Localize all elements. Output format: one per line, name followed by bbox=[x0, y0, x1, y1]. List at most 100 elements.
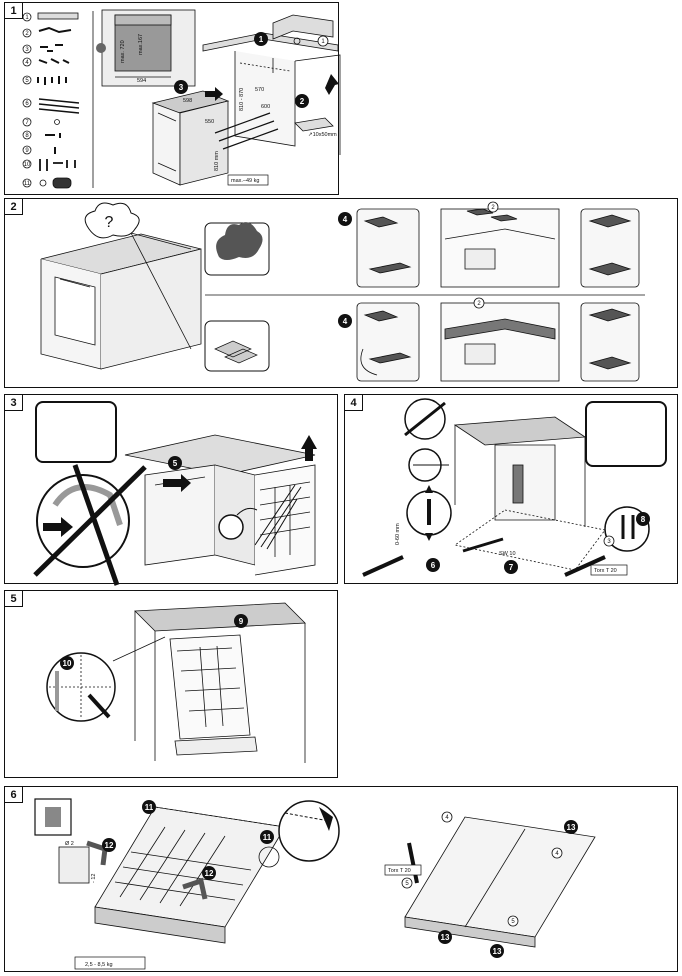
press-arrow-icon bbox=[319, 807, 333, 831]
panel-1-illustration: 1 2 3 4 5 6 7 8 9 10 11 max. 720 max.167… bbox=[22, 9, 341, 189]
assembled-front-panel bbox=[404, 816, 596, 948]
part-number-7: 7 bbox=[25, 120, 29, 126]
step-4-top: 4 bbox=[343, 215, 348, 224]
panel-4-number: 4 bbox=[345, 395, 363, 411]
panel-2: 2 ? bbox=[4, 198, 678, 388]
panel-3-illustration: 5 bbox=[33, 434, 317, 586]
step-2: 2 bbox=[300, 97, 305, 106]
part-number-4: 4 bbox=[25, 60, 29, 66]
slide-in-arrow-icon bbox=[163, 474, 191, 492]
panel-2-number: 2 bbox=[5, 199, 23, 215]
kitchen-niche bbox=[202, 32, 341, 155]
not-allowed-cross bbox=[33, 464, 147, 586]
part-number-2: 2 bbox=[25, 31, 29, 37]
thought-cloud: ? bbox=[84, 202, 192, 350]
panel-4: 4 0-60 mm SW 10 Torx T 20 6 7 8 3 bbox=[344, 394, 678, 584]
part-number-10: 10 bbox=[24, 162, 31, 168]
step-4-bottom: 4 bbox=[343, 317, 348, 326]
wood-worktop-option bbox=[204, 222, 270, 276]
drill-depth: - 12 bbox=[91, 874, 97, 883]
hole-size: ↗10x50mm bbox=[308, 132, 337, 138]
dim-598: 598 bbox=[183, 98, 192, 104]
part-number-1: 1 bbox=[25, 15, 29, 21]
bracket-detail-row-bottom bbox=[356, 302, 640, 382]
pen-icon bbox=[87, 693, 111, 719]
sink-detail bbox=[272, 14, 334, 45]
panel-4-callout-box bbox=[585, 401, 667, 467]
dishwasher-with-template bbox=[134, 602, 306, 763]
arrow-up-icon bbox=[325, 74, 339, 95]
panel-3: 3 5 bbox=[4, 394, 338, 586]
ref-part-5-left: 5 bbox=[405, 881, 409, 887]
ref-part-3: 3 bbox=[607, 539, 611, 545]
screwdriver-left-icon bbox=[362, 555, 404, 577]
dim-600: 600 bbox=[261, 104, 270, 110]
dim-594: 594 bbox=[137, 78, 146, 84]
screwdriver-icon bbox=[407, 842, 419, 884]
step-8: 8 bbox=[641, 515, 646, 524]
part-number-6: 6 bbox=[25, 101, 29, 107]
dim-570: 570 bbox=[255, 87, 264, 93]
panel-3-number: 3 bbox=[5, 395, 23, 411]
panel-4-illustration: 0-60 mm SW 10 Torx T 20 6 7 8 3 bbox=[362, 398, 650, 577]
front-weight: 2,5 - 8,5 kg bbox=[85, 962, 113, 968]
max-weight: max.–49 kg bbox=[231, 178, 259, 184]
part-number-8: 8 bbox=[25, 133, 29, 139]
panel-5-number: 5 bbox=[5, 591, 23, 607]
ref-part-2-top: 2 bbox=[491, 205, 495, 211]
dim-max-167: max.167 bbox=[138, 34, 144, 55]
step-13-top: 13 bbox=[567, 823, 576, 832]
niche-dimension-frame bbox=[96, 9, 196, 87]
step-6: 6 bbox=[431, 561, 436, 570]
panel-3-callout-box bbox=[35, 401, 117, 463]
drill-right-icon bbox=[182, 877, 208, 900]
spanner-size: SW 10 bbox=[499, 551, 516, 557]
dim-810-870: 810 - 870 bbox=[239, 88, 245, 111]
step-13-bottom-left: 13 bbox=[441, 933, 450, 942]
parts-list bbox=[22, 11, 94, 189]
panel-6-illustration: Ø 2 - 12 2,5 - 8,5 kg 11 11 12 12 Torx T… bbox=[34, 798, 596, 970]
panel-6-number: 6 bbox=[5, 787, 23, 803]
dim-550: 550 bbox=[205, 119, 214, 125]
step-7: 7 bbox=[509, 563, 514, 572]
built-in-dishwasher bbox=[40, 233, 202, 370]
question-mark: ? bbox=[105, 214, 114, 231]
panel-6: 6 Ø 2 - 12 2,5 - 8,5 kg 11 11 12 12 bbox=[4, 786, 678, 972]
step-13-bottom-right: 13 bbox=[493, 947, 502, 956]
step-10: 10 bbox=[63, 659, 72, 668]
bracket-detail-row-top bbox=[356, 208, 640, 288]
part-number-11: 11 bbox=[24, 181, 31, 187]
dishwasher-into-niche bbox=[124, 434, 316, 576]
dishwasher-in-niche bbox=[453, 416, 606, 571]
panel-1-number: 1 bbox=[5, 3, 23, 19]
ref-part-4-top: 4 bbox=[445, 815, 449, 821]
step-11-right: 11 bbox=[263, 833, 272, 842]
step-11-left: 11 bbox=[145, 803, 154, 812]
ref-part-5-bottom: 5 bbox=[511, 919, 515, 925]
ref-part-4-right: 4 bbox=[555, 851, 559, 857]
step-9: 9 bbox=[239, 617, 244, 626]
step-5: 5 bbox=[173, 459, 178, 468]
drill-diameter: Ø 2 bbox=[65, 841, 74, 847]
screwdriver-right-icon bbox=[564, 555, 606, 577]
hose-and-cable bbox=[254, 484, 302, 550]
dim-810: 810 mm bbox=[214, 151, 220, 171]
spanner-icon bbox=[462, 537, 504, 553]
torx-t20: Torx T 20 bbox=[388, 868, 411, 874]
panel-5-illustration: 10 9 bbox=[46, 602, 306, 763]
part-number-3: 3 bbox=[25, 47, 29, 53]
panel-2-illustration: ? bbox=[40, 201, 645, 382]
ref-part-1: 1 bbox=[321, 39, 325, 45]
step-12-left: 12 bbox=[105, 841, 114, 850]
step-3: 3 bbox=[179, 83, 184, 92]
part-number-9: 9 bbox=[25, 148, 29, 154]
panel-5: 5 10 9 bbox=[4, 590, 338, 778]
dim-max-720: max. 720 bbox=[120, 40, 126, 63]
part-number-5: 5 bbox=[25, 78, 29, 84]
panel-1: 1 1 2 3 4 5 6 7 8 9 10 11 bbox=[4, 2, 341, 195]
adjust-range: 0-60 mm bbox=[395, 523, 401, 545]
step-1: 1 bbox=[259, 35, 264, 44]
part-numbers: 1 2 3 4 5 6 7 8 9 10 11 bbox=[24, 15, 31, 187]
step-12-right: 12 bbox=[205, 869, 214, 878]
furniture-front-with-template bbox=[94, 806, 286, 944]
